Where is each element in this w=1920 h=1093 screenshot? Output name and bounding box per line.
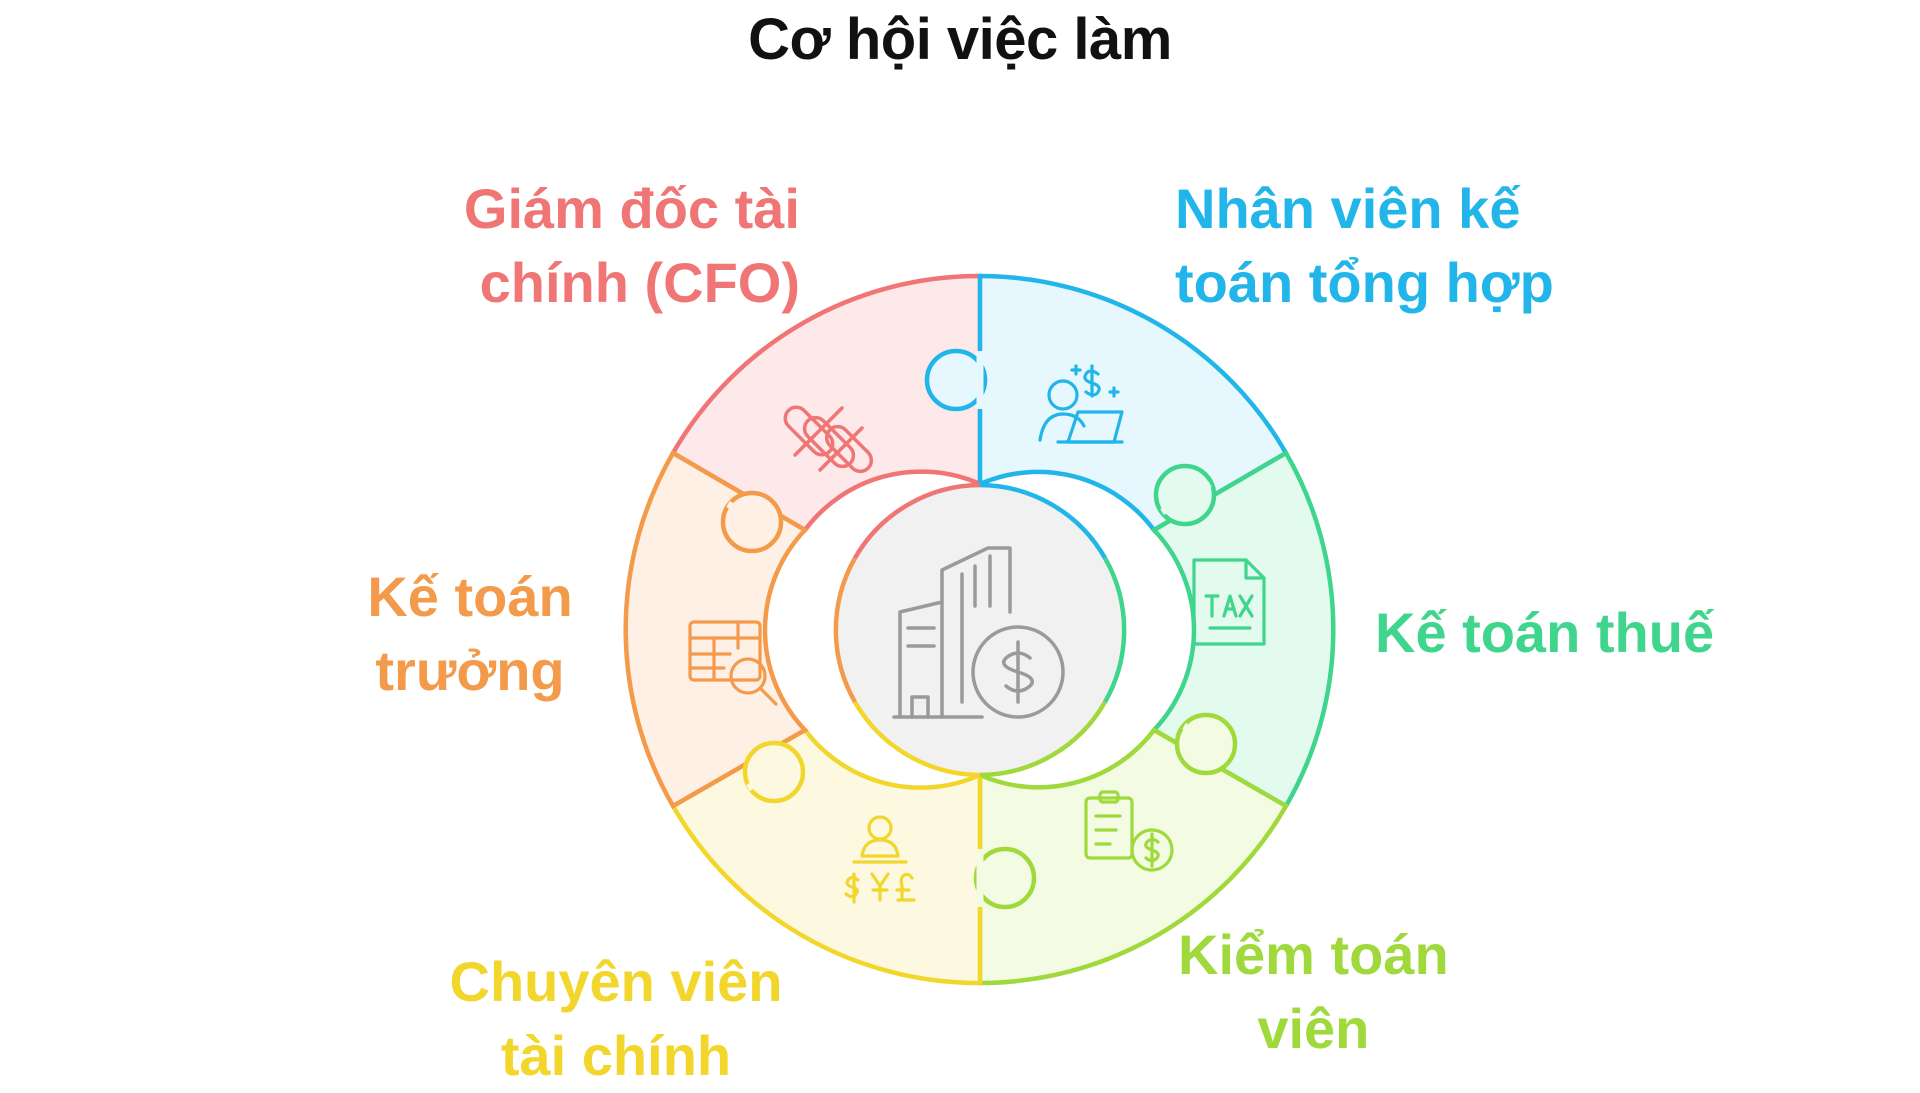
label-chief-line2: trưởng: [375, 639, 565, 702]
audit-clipboard-dollar-icon: [1084, 790, 1174, 872]
label-finance-specialist: Chuyên viên tài chính: [418, 945, 814, 1093]
office-buildings-dollar-icon: [892, 546, 1065, 719]
label-cfo-line1: Giám đốc tài: [463, 177, 800, 240]
currency-specialist-icon: [844, 815, 916, 904]
financial-bars-icon: [783, 405, 874, 474]
label-audit-line1: Kiểm toán: [1178, 923, 1449, 986]
page-title: Cơ hội việc làm: [748, 7, 1172, 72]
segment-cfo: [669, 273, 983, 533]
label-audit-line2: viên: [1257, 997, 1370, 1060]
tax-document-icon: [1192, 558, 1266, 646]
label-general-line2: toán tổng hợp: [1175, 251, 1554, 314]
label-chief-line1: Kế toán: [367, 565, 573, 628]
label-general-accountant: Nhân viên kế toán tổng hợp: [1175, 172, 1554, 320]
label-finance-line2: tài chính: [500, 1024, 732, 1087]
label-chief-accountant: Kế toán trưởng: [350, 560, 590, 708]
label-auditor: Kiểm toán viên: [1178, 918, 1449, 1066]
label-tax-accountant: Kế toán thuế: [1375, 596, 1714, 670]
label-finance-line1: Chuyên viên: [449, 950, 783, 1013]
center-hub: [833, 482, 1127, 778]
label-cfo-line2: chính (CFO): [479, 251, 800, 314]
spreadsheet-search-icon: [688, 620, 778, 706]
label-general-line1: Nhân viên kế: [1175, 177, 1521, 240]
puzzle-knobs: [720, 348, 1238, 910]
label-cfo: Giám đốc tài chính (CFO): [464, 172, 800, 320]
accountant-laptop-icon: [1038, 364, 1124, 444]
label-tax-line1: Kế toán thuế: [1375, 601, 1715, 664]
